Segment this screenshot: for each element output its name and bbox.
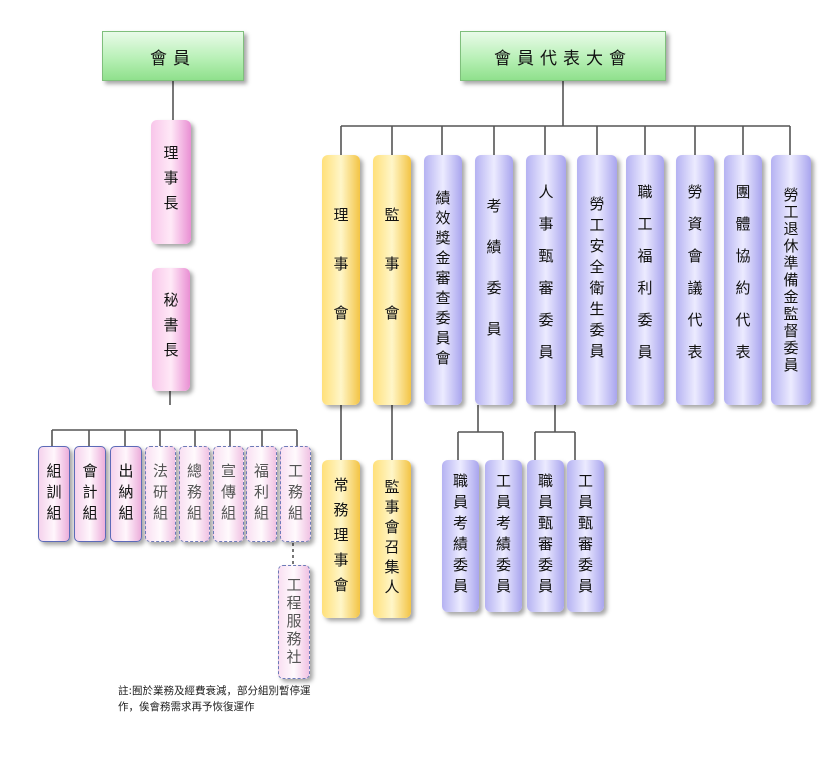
supervisor-convener-box: 監事會召集人 (373, 460, 411, 618)
committee-box: 考績委員 (475, 155, 513, 405)
committee-label: 勞工安全衛生委員 (587, 196, 606, 364)
engineering-service-label: 工程服務社 (284, 577, 303, 667)
secretary-label: 秘書長 (161, 292, 180, 367)
sub-committee-box: 工員考績委員 (485, 460, 522, 612)
group-box: 總務組 (179, 446, 210, 542)
engineering-service-box: 工程服務社 (278, 565, 310, 679)
committee-label: 勞資會議代表 (685, 184, 704, 376)
supervisor-convener-label: 監事會召集人 (382, 479, 401, 599)
committee-box: 團體協約代表 (724, 155, 762, 405)
standing-board-label: 常務理事會 (331, 476, 350, 602)
group-box: 會計組 (74, 446, 106, 542)
sub-committee-label: 職員甄審委員 (536, 473, 554, 599)
group-box: 組訓組 (38, 446, 70, 542)
committee-box: 職工福利委員 (626, 155, 664, 405)
committee-box: 人事甄審委員 (526, 155, 566, 405)
committee-label: 績效獎金審查委員會 (433, 190, 452, 370)
group-label: 福利組 (252, 462, 270, 526)
group-label: 出納組 (116, 462, 135, 526)
assembly-box: 會員代表大會 (460, 31, 666, 81)
committee-label: 勞工退休準備金監督委員 (781, 186, 800, 374)
board-box: 理事會 (322, 155, 360, 405)
secretary-box: 秘書長 (152, 268, 190, 391)
committee-box: 勞工退休準備金監督委員 (771, 155, 811, 405)
sub-committee-box: 工員甄審委員 (567, 460, 604, 612)
committee-box: 績效獎金審查委員會 (424, 155, 462, 405)
group-label: 組訓組 (44, 462, 63, 526)
committee-label: 考績委員 (484, 198, 503, 362)
group-box: 工務組 (280, 446, 311, 542)
sub-committee-label: 工員甄審委員 (576, 473, 594, 599)
group-label: 總務組 (185, 462, 203, 526)
committee-label: 職工福利委員 (635, 184, 654, 376)
committee-box: 勞工安全衛生委員 (577, 155, 617, 405)
group-label: 法研組 (151, 462, 169, 526)
sub-committee-box: 職員甄審委員 (527, 460, 564, 612)
group-box: 宣傳組 (213, 446, 244, 542)
group-label: 工務組 (286, 462, 304, 526)
group-box: 福利組 (246, 446, 277, 542)
members-label: 會員 (150, 48, 196, 69)
committee-label: 人事甄審委員 (536, 184, 555, 376)
sub-committee-box: 職員考績委員 (442, 460, 479, 612)
group-box: 法研組 (145, 446, 176, 542)
chairman-box: 理事長 (151, 120, 191, 244)
sub-committee-label: 工員考績委員 (494, 473, 512, 599)
chairman-label: 理事長 (161, 144, 180, 220)
members-box: 會員 (102, 31, 244, 81)
group-label: 宣傳組 (219, 462, 237, 526)
standing-board-box: 常務理事會 (322, 460, 360, 618)
sub-committee-label: 職員考績委員 (451, 473, 469, 599)
committee-label: 團體協約代表 (733, 184, 752, 376)
supervisors-label: 監事會 (382, 206, 401, 354)
group-label: 會計組 (80, 462, 99, 526)
committee-box: 勞資會議代表 (676, 155, 714, 405)
supervisors-box: 監事會 (373, 155, 411, 405)
footnote: 註:囿於業務及經費衰減，部分組別暫停運作，俟會務需求再予恢復運作 (118, 685, 311, 713)
assembly-label: 會員代表大會 (494, 48, 632, 69)
group-box: 出納組 (110, 446, 142, 542)
board-label: 理事會 (331, 206, 350, 354)
